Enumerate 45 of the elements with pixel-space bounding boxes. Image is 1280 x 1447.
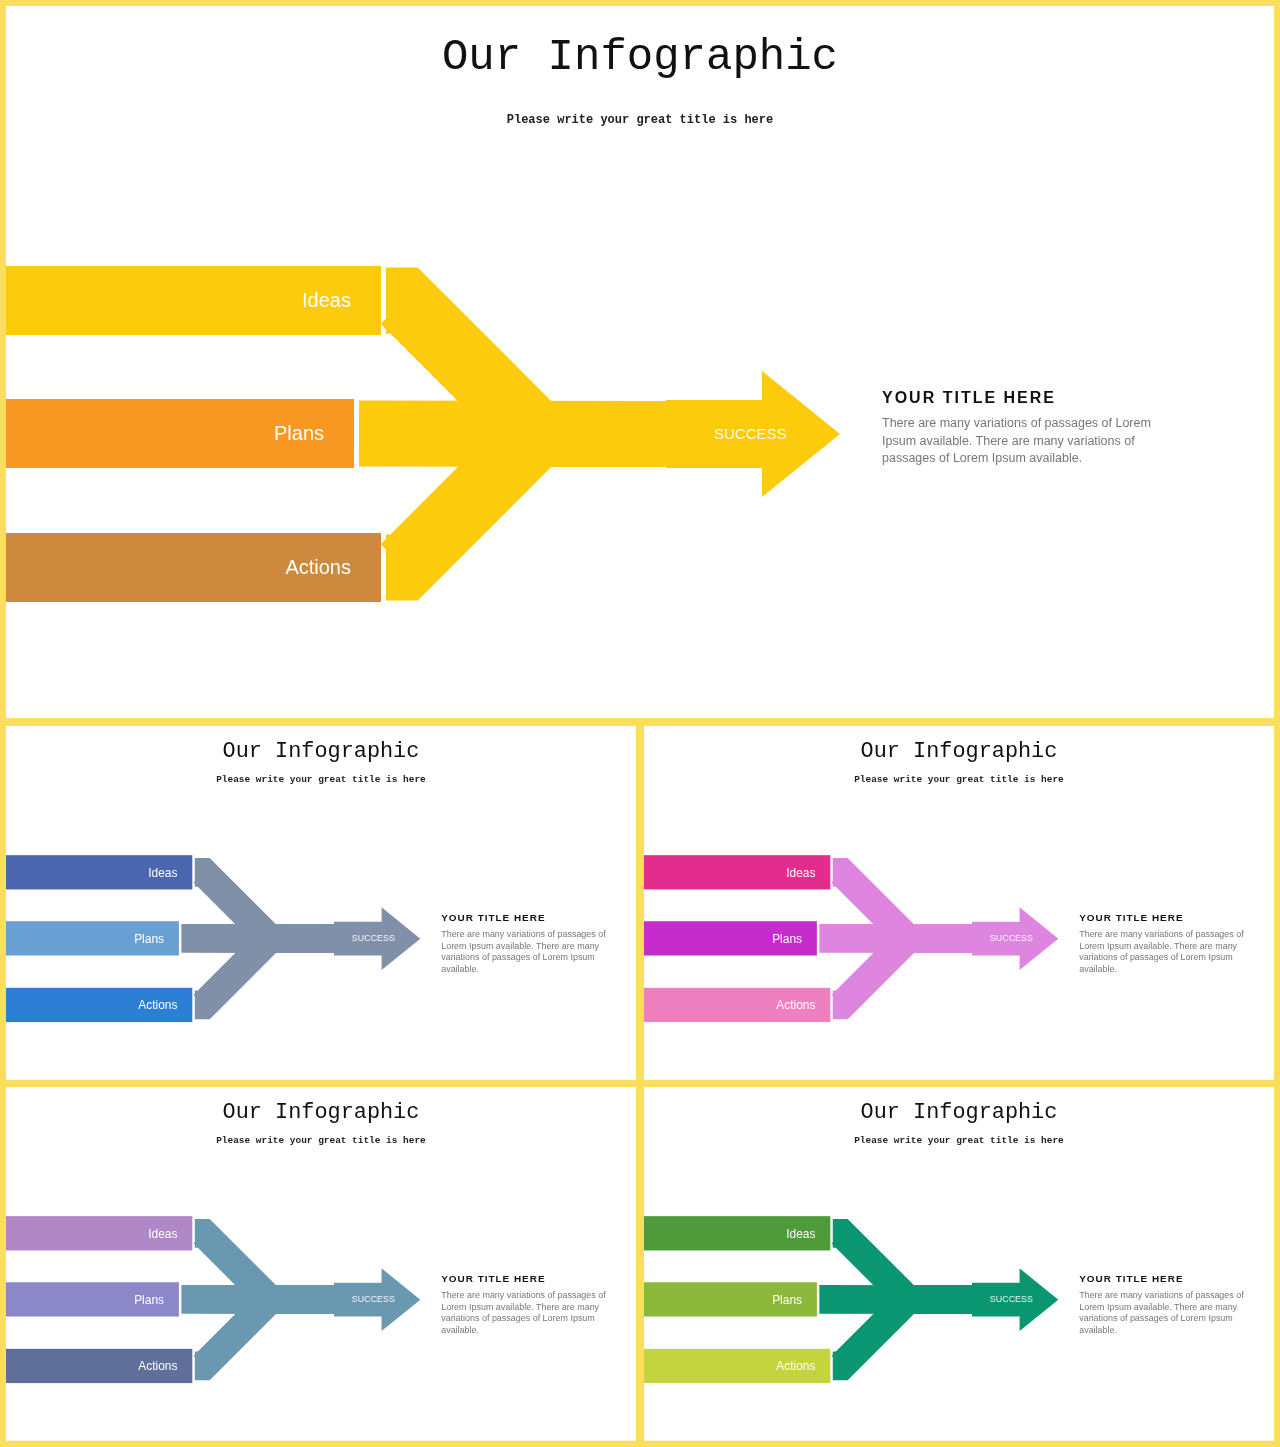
label-bar: Plans xyxy=(6,399,354,468)
label-bar: Actions xyxy=(644,1348,831,1384)
slide-panel xyxy=(6,6,1274,718)
label-bar: Actions xyxy=(6,533,381,602)
slide-panel xyxy=(644,1087,1274,1441)
slide-subtitle: Please write your great title is here xyxy=(216,1134,426,1146)
slide-subtitle: Please write your great title is here xyxy=(216,773,426,785)
label-bar: Plans xyxy=(6,921,179,956)
slide-subtitle: Please write your great title is here xyxy=(854,773,1064,785)
label-bar: Plans xyxy=(6,1282,179,1317)
block-heading: YOUR TITLE HERE xyxy=(1079,912,1185,924)
label-bar: Actions xyxy=(644,987,831,1023)
slide-title: Our Infographic xyxy=(222,738,420,764)
body-text: There are many variations of passages of Lorem Ipsum available. There are many variations of passages of Lorem Ipsum available. xyxy=(441,1288,607,1337)
label-bar: Actions xyxy=(6,1348,193,1384)
body-text: There are many variations of passages of Lorem Ipsum available. There are many variations of passages of Lorem Ipsum available. xyxy=(441,927,607,976)
arrow-label: SUCCESS xyxy=(989,1294,1033,1305)
body-text: There are many variations of passages of Lorem Ipsum available. There are many variations of passages of Lorem Ipsum available. xyxy=(1079,927,1245,976)
label-bar: Plans xyxy=(644,921,817,956)
slide-title: Our Infographic xyxy=(441,32,839,82)
body-text: There are many variations of passages of Lorem Ipsum available. There are many variations of passages of Lorem Ipsum available. xyxy=(882,415,1152,467)
slide-title: Our Infographic xyxy=(860,738,1058,764)
slide-title: Our Infographic xyxy=(222,1099,420,1125)
slide-panel xyxy=(6,726,636,1080)
label-bar: Ideas xyxy=(6,266,381,335)
slide-subtitle: Please write your great title is here xyxy=(506,113,774,127)
slide-panel xyxy=(644,726,1274,1080)
arrow-label: SUCCESS xyxy=(351,1294,395,1305)
label-bar: Ideas xyxy=(6,1216,193,1251)
arrow-label: SUCCESS xyxy=(989,933,1033,944)
block-heading: YOUR TITLE HERE xyxy=(441,1273,547,1285)
body-text: There are many variations of passages of Lorem Ipsum available. There are many variations of passages of Lorem Ipsum available. xyxy=(1079,1288,1245,1337)
block-heading: YOUR TITLE HERE xyxy=(441,912,547,924)
label-bar: Ideas xyxy=(644,1216,831,1251)
block-heading: YOUR TITLE HERE xyxy=(1079,1273,1185,1285)
label-bar: Ideas xyxy=(6,855,193,890)
slide-panel xyxy=(6,1087,636,1441)
label-bar: Ideas xyxy=(644,855,831,890)
label-bar: Plans xyxy=(644,1282,817,1317)
arrow-label: SUCCESS xyxy=(714,425,787,442)
slide-title: Our Infographic xyxy=(860,1099,1058,1125)
label-bar: Actions xyxy=(6,987,193,1023)
arrow-label: SUCCESS xyxy=(351,933,395,944)
slide-subtitle: Please write your great title is here xyxy=(854,1134,1064,1146)
block-heading: YOUR TITLE HERE xyxy=(882,389,1057,407)
